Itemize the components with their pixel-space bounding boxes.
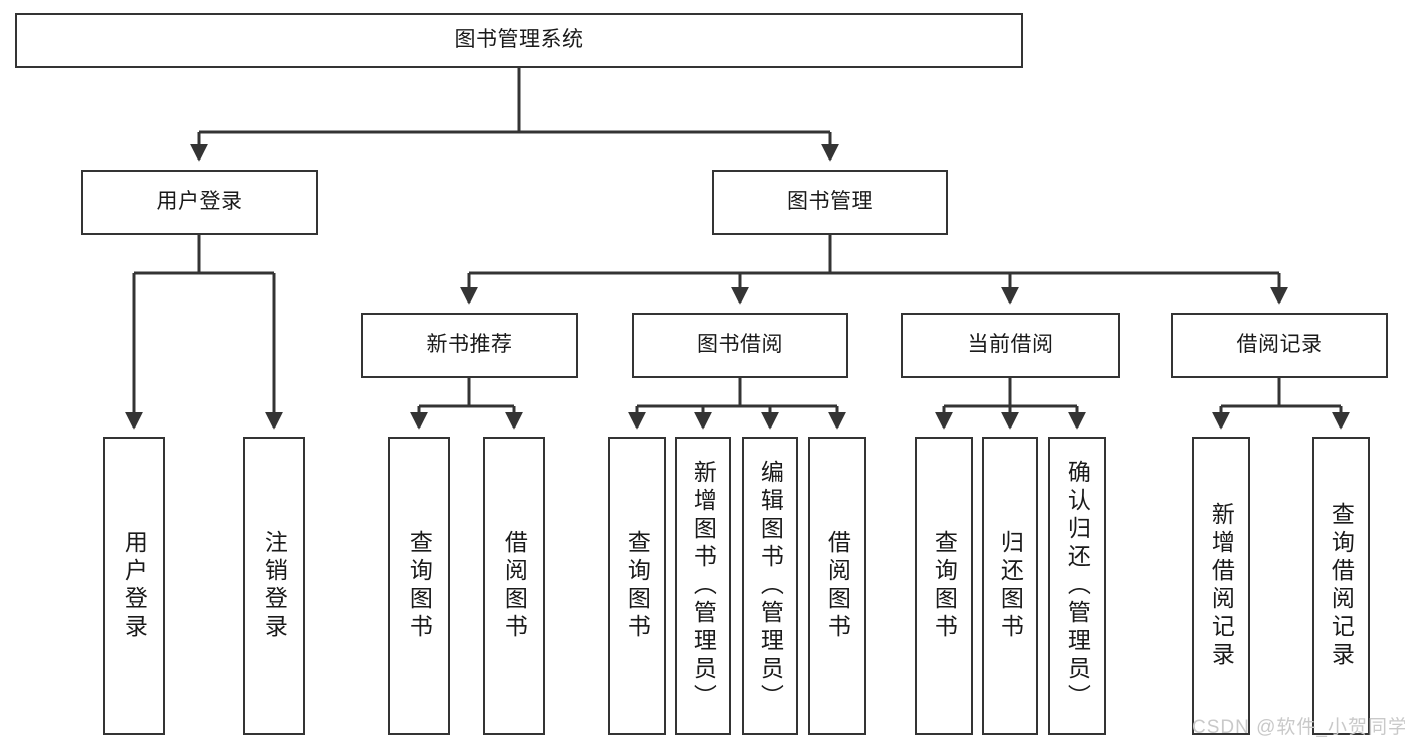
node-new-book-recommend-label: 新书推荐 [426, 333, 513, 357]
node-root-label: 图书管理系统 [454, 28, 584, 52]
leaf-borrow-book-label: 借阅图书 [824, 530, 851, 642]
node-current-borrow-label: 当前借阅 [967, 333, 1054, 357]
leaf-logout-label: 注销登录 [261, 530, 288, 642]
leaf-query-book-borrow-label: 查询图书 [624, 530, 651, 642]
leaf-user-login[interactable]: 用户登录 [103, 437, 165, 735]
leaf-confirm-return-admin[interactable]: 确认归还（管理员） [1048, 437, 1106, 735]
leaf-edit-book-admin[interactable]: 编辑图书（管理员） [742, 437, 798, 735]
leaf-user-login-label: 用户登录 [121, 530, 148, 642]
leaf-add-book-admin[interactable]: 新增图书（管理员） [675, 437, 731, 735]
node-borrow-record[interactable]: 借阅记录 [1171, 313, 1388, 378]
leaf-add-borrow-record[interactable]: 新增借阅记录 [1192, 437, 1250, 735]
leaf-query-book-borrow[interactable]: 查询图书 [608, 437, 666, 735]
node-book-management-label: 图书管理 [787, 190, 873, 214]
watermark-text: CSDN @软件_小贺同学 [1192, 717, 1405, 738]
leaf-query-borrow-record[interactable]: 查询借阅记录 [1312, 437, 1370, 735]
node-root[interactable]: 图书管理系统 [15, 13, 1023, 68]
node-book-borrow[interactable]: 图书借阅 [632, 313, 848, 378]
node-current-borrow[interactable]: 当前借阅 [901, 313, 1120, 378]
leaf-query-book-current-label: 查询图书 [931, 530, 958, 642]
leaf-edit-book-admin-label: 编辑图书（管理员） [757, 460, 784, 712]
leaf-borrow-book-recommend-label: 借阅图书 [501, 530, 528, 642]
leaf-query-book-current[interactable]: 查询图书 [915, 437, 973, 735]
leaf-add-book-admin-label: 新增图书（管理员） [690, 460, 717, 712]
leaf-query-book-recommend[interactable]: 查询图书 [388, 437, 450, 735]
leaf-return-book[interactable]: 归还图书 [982, 437, 1038, 735]
node-user-login[interactable]: 用户登录 [81, 170, 318, 235]
node-new-book-recommend[interactable]: 新书推荐 [361, 313, 578, 378]
leaf-add-borrow-record-label: 新增借阅记录 [1208, 502, 1235, 670]
leaf-confirm-return-admin-label: 确认归还（管理员） [1064, 460, 1091, 712]
node-borrow-record-label: 借阅记录 [1236, 333, 1323, 357]
leaf-borrow-book[interactable]: 借阅图书 [808, 437, 866, 735]
leaf-logout[interactable]: 注销登录 [243, 437, 305, 735]
leaf-borrow-book-recommend[interactable]: 借阅图书 [483, 437, 545, 735]
leaf-query-book-recommend-label: 查询图书 [406, 530, 433, 642]
leaf-return-book-label: 归还图书 [997, 530, 1024, 642]
leaf-query-borrow-record-label: 查询借阅记录 [1328, 502, 1355, 670]
node-user-login-label: 用户登录 [156, 190, 243, 214]
node-book-borrow-label: 图书借阅 [697, 333, 783, 357]
node-book-management[interactable]: 图书管理 [712, 170, 948, 235]
